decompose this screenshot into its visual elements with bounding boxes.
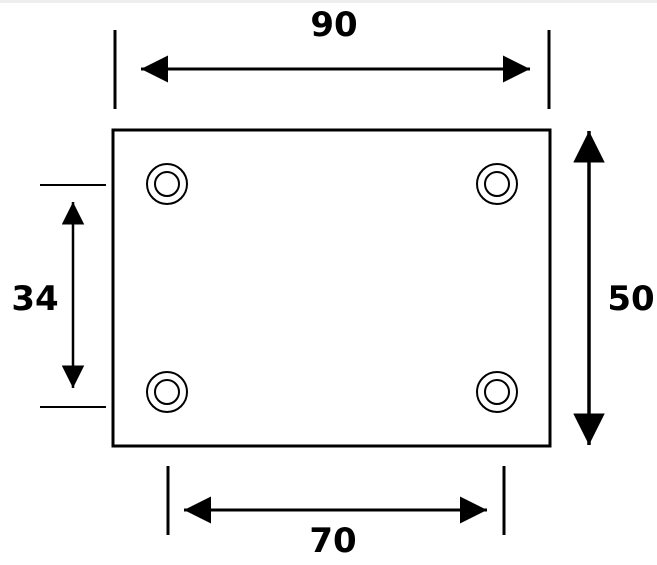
mounting-hole-top-left <box>146 163 188 205</box>
mounting-hole-bottom-left <box>146 371 188 413</box>
dimension-label-50: 50 <box>607 279 654 319</box>
dimension-label-70: 70 <box>309 521 356 561</box>
mounting-hole-top-right <box>476 163 518 205</box>
dimension-label-90: 90 <box>310 5 357 45</box>
dimension-overall-height: 50 <box>573 131 655 445</box>
dimension-label-34: 34 <box>11 279 58 319</box>
top-border <box>0 0 657 3</box>
dimension-hole-spacing-horizontal: 70 <box>166 466 506 561</box>
plate-outline <box>111 128 552 448</box>
dimension-hole-spacing-vertical: 34 <box>11 184 106 408</box>
dimension-overall-width: 90 <box>113 5 551 109</box>
mounting-hole-bottom-right <box>476 371 518 413</box>
